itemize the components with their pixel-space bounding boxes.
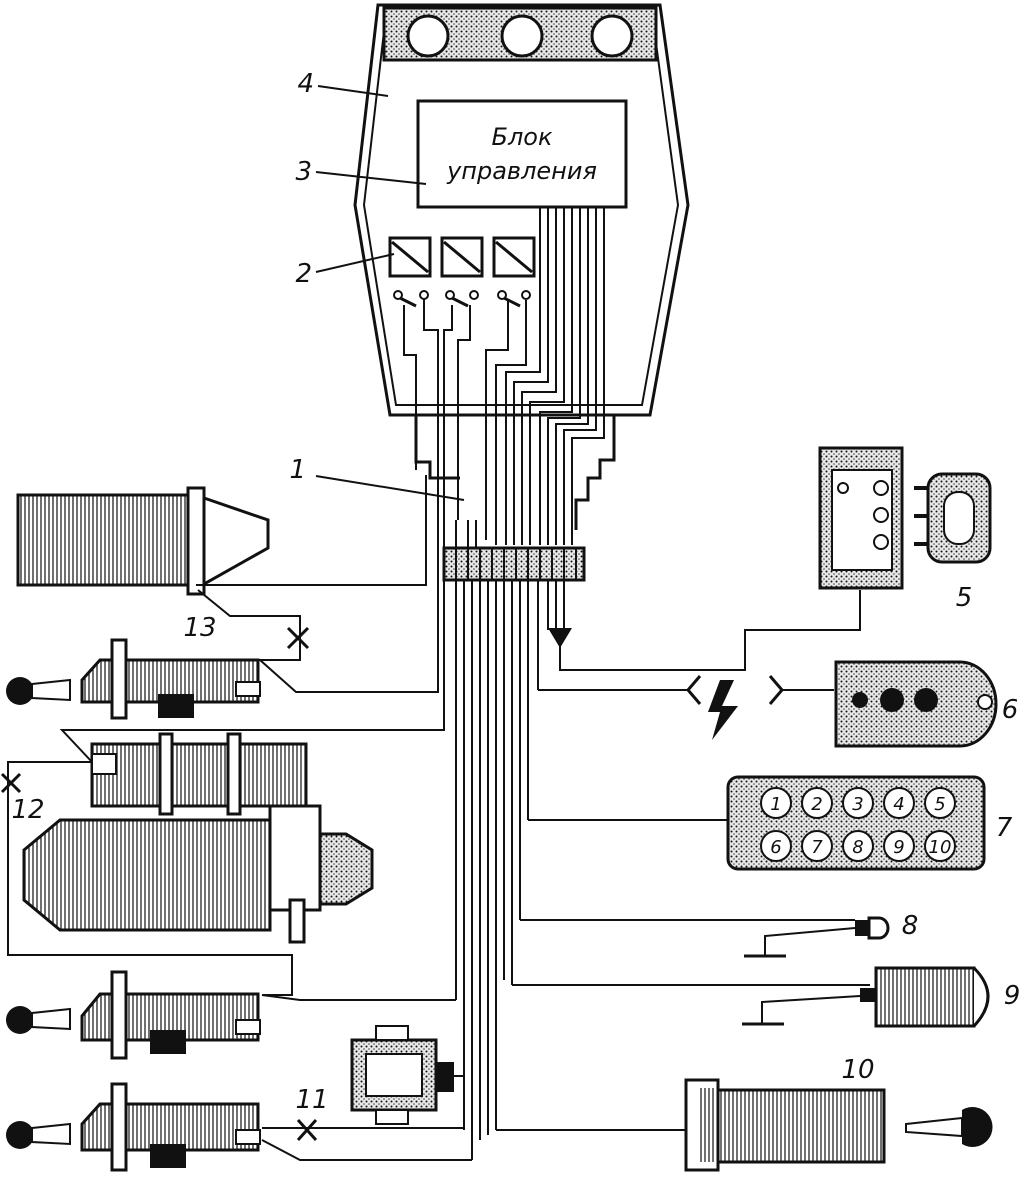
svg-text:10: 10 <box>929 837 952 858</box>
svg-text:4: 4 <box>893 794 904 815</box>
control-unit-housing <box>353 3 690 417</box>
callout-leaders <box>315 85 465 501</box>
svg-text:1: 1 <box>770 794 781 815</box>
cable-shroud-right <box>574 415 616 530</box>
door-lock-actuator-middle <box>80 970 261 1060</box>
key-2: 2 <box>801 787 833 819</box>
label-7: 7 <box>996 813 1013 843</box>
internal-wiring <box>403 298 527 545</box>
break-mark-13 <box>286 626 310 650</box>
key-8: 8 <box>842 830 874 862</box>
control-block-title-line1: Блок <box>492 123 553 151</box>
lightning-icon <box>708 680 738 740</box>
ignition-key-icon <box>905 1107 993 1147</box>
break-mark-12 <box>0 772 22 794</box>
ignition-lock <box>684 1078 886 1172</box>
starter-solenoid <box>90 732 308 816</box>
label-4: 4 <box>297 69 314 99</box>
label-2: 2 <box>295 259 312 289</box>
wire-trunk <box>455 580 565 1160</box>
cable-shroud-left <box>414 415 460 480</box>
relays <box>388 236 536 308</box>
radio-receiver <box>818 446 992 590</box>
fob-button-3 <box>914 688 938 712</box>
key-9: 9 <box>883 830 915 862</box>
break-mark-11 <box>296 1118 318 1142</box>
key-7: 7 <box>801 830 833 862</box>
indicator-led <box>744 916 890 958</box>
label-1: 1 <box>289 455 306 485</box>
fob-ring <box>977 694 993 710</box>
starter-motor <box>22 804 374 944</box>
svg-text:3: 3 <box>852 794 863 815</box>
svg-text:8: 8 <box>852 837 863 858</box>
svg-text:6: 6 <box>770 837 781 858</box>
door-limit-switch <box>742 966 990 1028</box>
key-10: 10 <box>924 830 956 862</box>
svg-text:7: 7 <box>811 837 823 858</box>
relay-1 <box>388 236 432 278</box>
svg-text:9: 9 <box>893 837 904 858</box>
bus-lines <box>505 207 605 545</box>
label-6: 6 <box>1002 695 1019 725</box>
key-fob-transmitter <box>834 660 998 748</box>
label-11: 11 <box>295 1085 328 1115</box>
indicator-lamp-center <box>500 14 544 58</box>
label-8: 8 <box>902 911 919 941</box>
ignition-coil <box>16 486 270 596</box>
control-block-title-line2: управления <box>446 157 597 185</box>
label-10: 10 <box>841 1055 874 1085</box>
lock-solenoid <box>350 1025 464 1125</box>
key-4: 4 <box>883 787 915 819</box>
fob-button-1 <box>852 692 868 708</box>
label-3: 3 <box>295 157 312 187</box>
svg-text:5: 5 <box>934 794 945 815</box>
indicator-lamp-right <box>590 14 634 58</box>
indicator-lamp-left <box>406 14 450 58</box>
label-5: 5 <box>956 583 973 613</box>
lock-key-icon-top <box>6 677 71 705</box>
label-12: 12 <box>11 795 44 825</box>
code-keypad: 1 2 3 4 5 6 7 8 9 10 <box>726 775 986 871</box>
lock-key-icon-middle <box>6 1006 71 1034</box>
door-lock-actuator-top <box>80 638 261 720</box>
fob-button-2 <box>880 688 904 712</box>
key-3: 3 <box>842 787 874 819</box>
key-6: 6 <box>760 830 792 862</box>
key-5: 5 <box>924 787 956 819</box>
relay-3 <box>492 236 536 278</box>
svg-text:2: 2 <box>811 794 822 815</box>
relay-2 <box>440 236 484 278</box>
door-lock-actuator-bottom <box>80 1082 261 1172</box>
lock-key-icon-bottom <box>6 1121 71 1149</box>
radio-link <box>686 675 834 740</box>
label-9: 9 <box>1004 981 1021 1011</box>
key-1: 1 <box>760 787 792 819</box>
left-wiring <box>7 475 472 1161</box>
control-block: Блок управления <box>416 99 628 209</box>
label-13: 13 <box>183 613 216 643</box>
